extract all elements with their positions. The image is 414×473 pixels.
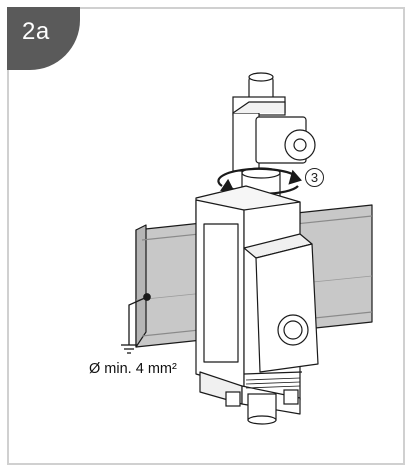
step-tab (7, 7, 80, 70)
step-label: 2a (22, 18, 50, 45)
rotation-arrow-icon (217, 167, 302, 195)
step-callout: 3 (305, 168, 324, 187)
ground-symbol-icon (121, 293, 151, 354)
main-housing (195, 185, 319, 415)
ground-wire-label: Ø min. 4 mm² (89, 361, 177, 377)
bottom-connector (225, 389, 299, 425)
